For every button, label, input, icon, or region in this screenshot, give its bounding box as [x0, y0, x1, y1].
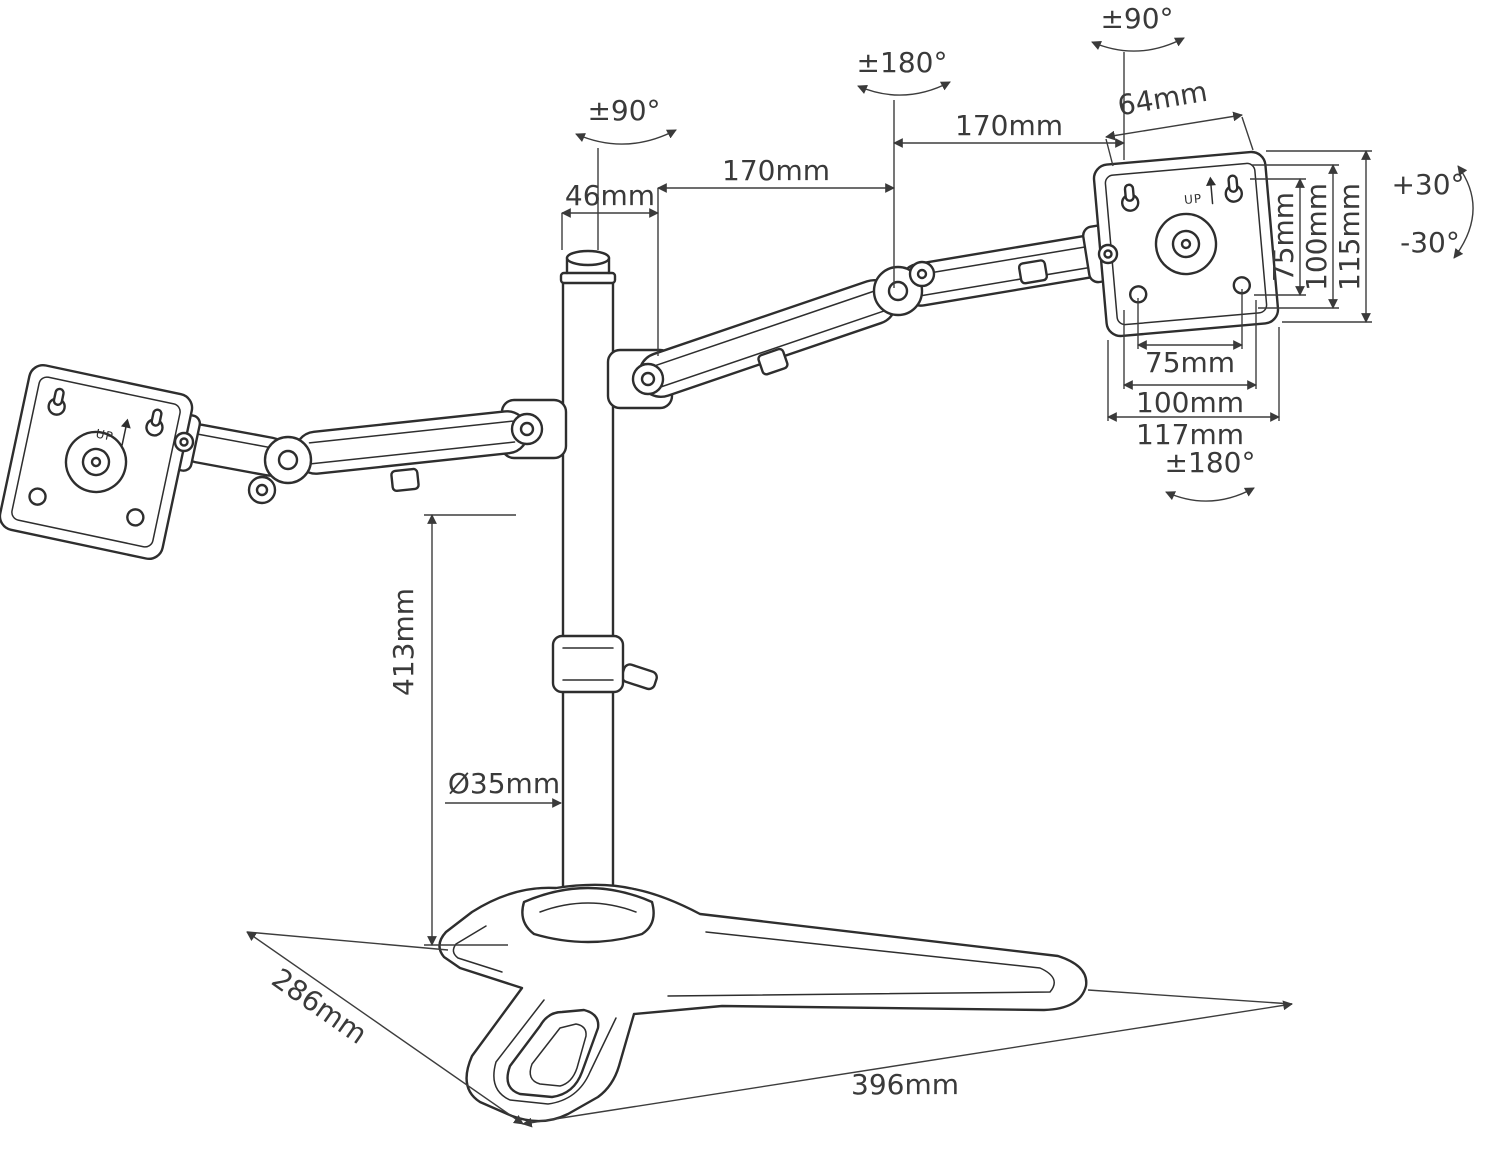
right-arm — [631, 231, 1130, 398]
cable-clip-right-inner — [757, 347, 789, 376]
swivel-arc-head — [1091, 37, 1185, 52]
pole-clamp — [551, 634, 658, 694]
angle-head-swivel-label: ±90° — [1100, 2, 1173, 35]
tilt-arc — [1453, 165, 1474, 259]
angle-tilt-down-label: -30° — [1400, 226, 1460, 259]
dim-base-width-label: 396mm — [851, 1068, 959, 1101]
pole-base-mount — [521, 886, 655, 944]
dim-vesa-v75-label: 75mm — [1267, 192, 1300, 282]
cable-clip-left — [390, 467, 420, 493]
angle-pole-swivel-label: ±90° — [587, 94, 660, 127]
angle-elbow-swivel-label: ±180° — [857, 46, 948, 79]
cable-clip-right-outer — [1017, 259, 1049, 285]
right-vesa-plate: UP — [1082, 150, 1280, 338]
up-marking-right: UP — [1184, 191, 1203, 207]
dimension-annotations: 46mm 170mm 170mm 64mm 75mm 100mm 115mm 7… — [246, 2, 1474, 1128]
up-marking-left: UP — [94, 427, 115, 444]
up-arrow-icon — [120, 418, 131, 429]
angle-plate-rotation-label: ±180° — [1165, 446, 1256, 479]
dim-arm-outer-label: 170mm — [955, 109, 1063, 142]
dim-pole-height-label: 413mm — [387, 588, 420, 696]
dim-arm-inner-label: 170mm — [722, 154, 830, 187]
dim-plate-height-label: 115mm — [1333, 183, 1366, 291]
up-arrow-icon — [1206, 176, 1216, 187]
pole — [551, 249, 658, 893]
dim-plate-width-label: 117mm — [1136, 418, 1244, 451]
left-vesa-plate: UP — [0, 363, 202, 561]
swivel-arc-pole — [575, 129, 677, 145]
dim-pole-cap-label: 46mm — [565, 179, 655, 212]
dim-pole-diameter-label: Ø35mm — [448, 767, 560, 800]
swivel-arc-elbow — [857, 81, 951, 96]
rotation-arc-plate — [1165, 487, 1255, 502]
dim-base-depth-label: 286mm — [266, 962, 373, 1051]
base — [438, 883, 1088, 1123]
angle-tilt-up-label: +30° — [1391, 168, 1464, 201]
dim-vesa-v100-label: 100mm — [1300, 183, 1333, 291]
dim-vesa-h100-label: 100mm — [1136, 386, 1244, 419]
left-arm — [178, 410, 544, 505]
dim-vesa-h75-label: 75mm — [1145, 346, 1235, 379]
dim-bracket-depth-label: 64mm — [1115, 75, 1209, 122]
